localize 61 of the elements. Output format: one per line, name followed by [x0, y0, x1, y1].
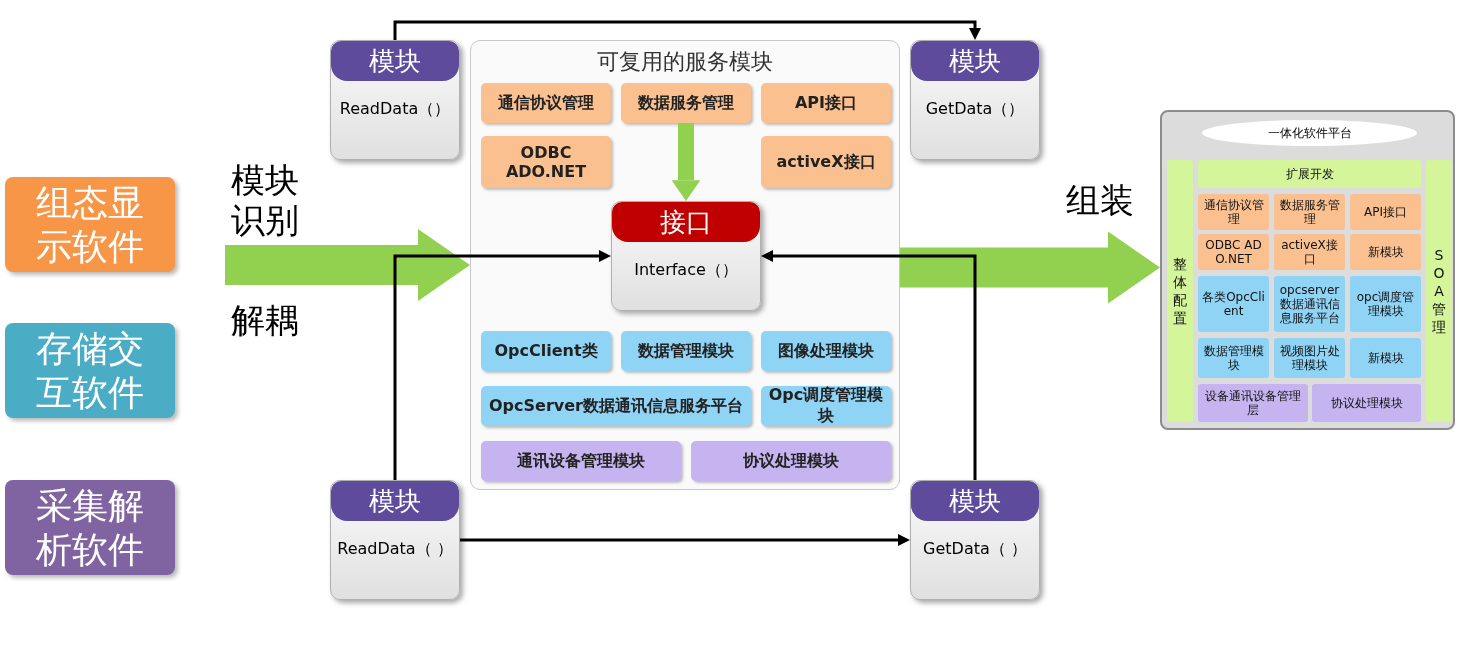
module-box: OpcClient类 [481, 331, 611, 371]
module-box: 新模块 [1350, 234, 1421, 270]
module-box: opcserver数据通讯信息服务平台 [1274, 276, 1345, 332]
arrow [761, 250, 977, 480]
module-card [910, 40, 1040, 160]
module-box: 设备通讯设备管理层 [1198, 384, 1308, 422]
module-box: 数据管理模块 [1198, 338, 1269, 378]
module-box: 协议处理模块 [1312, 384, 1421, 422]
arrow [393, 20, 981, 40]
module-box: 视频图片处理模块 [1274, 338, 1345, 378]
module-box: activeX接口 [761, 136, 891, 188]
module-box: 各类OpcClient [1198, 276, 1269, 332]
module-card [330, 480, 460, 600]
module-box: 新模块 [1350, 338, 1421, 378]
module-box: ODBC ADO.NET [481, 136, 611, 188]
card-header: 模块 [331, 481, 459, 521]
module-box: opc调度管理模块 [1350, 276, 1421, 332]
panel-title: 可复用的服务模块 [596, 48, 774, 76]
software-box: 采集解析软件 [5, 480, 175, 575]
module-box: 图像处理模块 [761, 331, 891, 371]
module-box: ODBC ADO.NET [1198, 234, 1269, 270]
module-box: 数据服务管理 [1274, 194, 1345, 230]
module-box: 通信协议管理 [481, 83, 611, 123]
arrow [393, 250, 611, 480]
card-header: 模块 [911, 481, 1039, 521]
side-bar: SOA管理 [1426, 160, 1452, 422]
software-box: 存储交互软件 [5, 323, 175, 418]
method-text: ReadData（ ） [336, 539, 454, 560]
module-box: 扩展开发 [1198, 160, 1421, 188]
side-bar: 整体配置 [1167, 160, 1193, 422]
arrow [671, 123, 701, 201]
module-panel [470, 40, 900, 490]
chevron-arrow [900, 231, 1160, 304]
module-card [330, 40, 460, 160]
platform-thumbnail [1160, 110, 1455, 430]
module-card [611, 201, 761, 311]
module-box: OpcServer数据通讯信息服务平台 [481, 386, 751, 426]
arrow [460, 534, 910, 546]
edge-label: 模块识别 [230, 160, 300, 240]
module-box: 协议处理模块 [691, 441, 891, 481]
module-card [910, 480, 1040, 600]
method-text: GetData（ ） [922, 539, 1028, 560]
module-box: 数据管理模块 [621, 331, 751, 371]
panel-title: 一体化软件平台 [1202, 120, 1417, 146]
method-text: ReadData（） [338, 99, 452, 120]
module-box: 通讯设备管理模块 [481, 441, 681, 481]
module-box: 通信协议管理 [1198, 194, 1269, 230]
module-box: Opc调度管理模块 [761, 386, 891, 426]
card-header: 接口 [612, 202, 760, 242]
card-header: 模块 [331, 41, 459, 81]
module-box: activeX接口 [1274, 234, 1345, 270]
chevron-arrow [225, 229, 470, 301]
card-header: 模块 [911, 41, 1039, 81]
module-box: API接口 [761, 83, 891, 123]
module-box: API接口 [1350, 194, 1421, 230]
software-box: 组态显示软件 [5, 177, 175, 272]
annotation-text: 解耦 [230, 300, 300, 340]
method-text: GetData（） [924, 99, 1026, 120]
edge-label: 组装 [1065, 180, 1135, 220]
method-text: Interface（） [633, 260, 739, 281]
module-box: 数据服务管理 [621, 83, 751, 123]
